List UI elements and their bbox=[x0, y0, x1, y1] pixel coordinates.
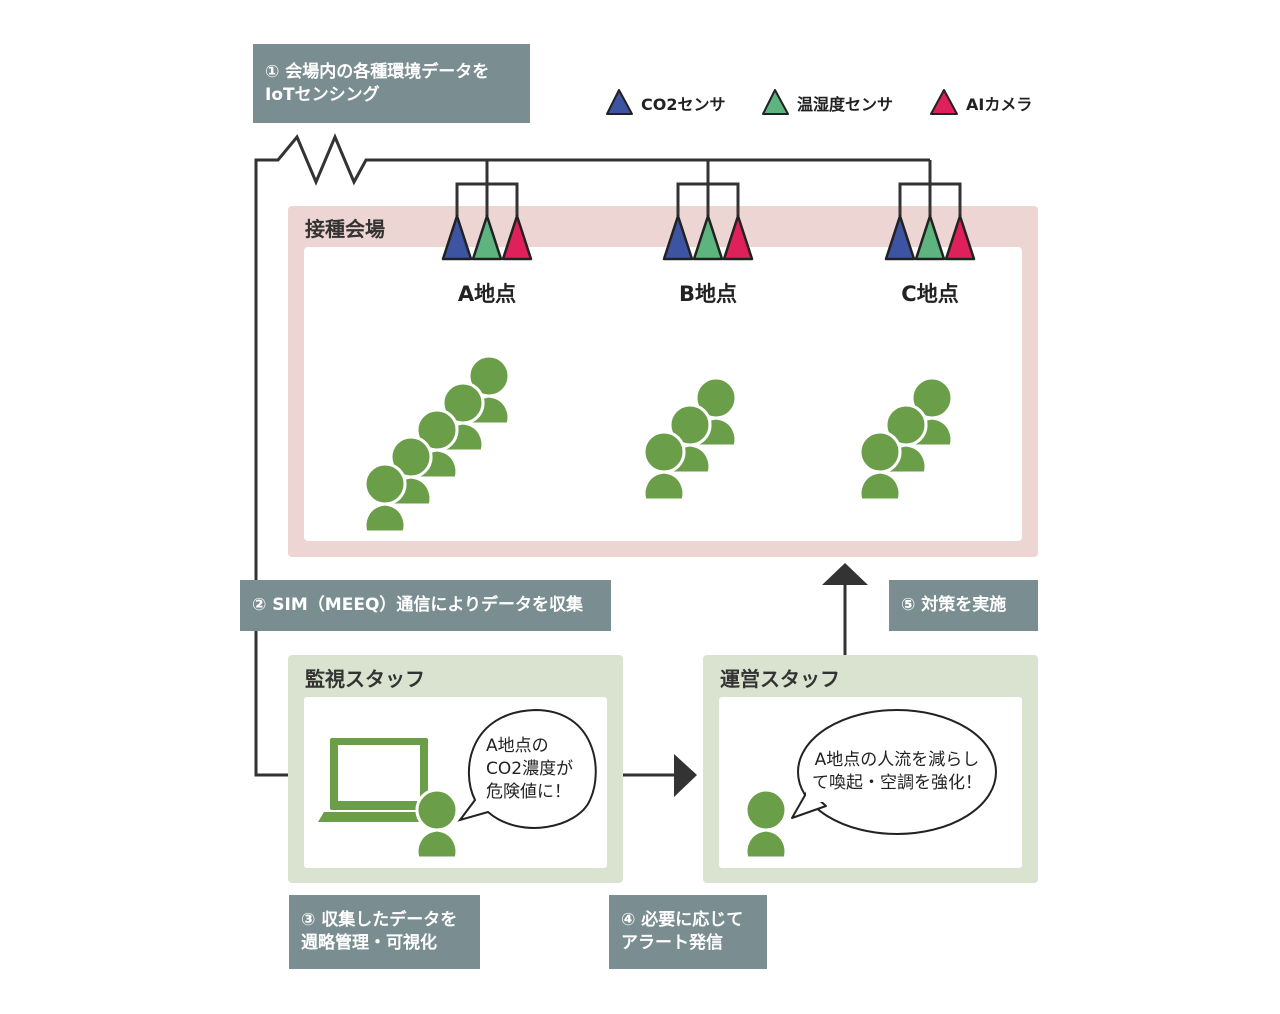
sim-communication-line bbox=[254, 133, 930, 777]
legend-ai-camera-label: AIカメラ bbox=[966, 95, 1033, 114]
operations-bubble-text: A地点の人流を減らし て喚起・空調を強化！ bbox=[800, 749, 994, 795]
venue-inner-panel bbox=[304, 247, 1022, 541]
sensor-groups bbox=[441, 182, 976, 261]
step5-label: ⑤ 対策を実施 bbox=[889, 580, 1038, 631]
alert-arrow bbox=[623, 754, 697, 797]
sensor-group-b bbox=[662, 182, 754, 261]
point-label-a: A地点 bbox=[457, 282, 517, 306]
person-c-1 bbox=[858, 430, 902, 502]
monitor-title: 監視スタッフ bbox=[305, 667, 425, 691]
person-b-1 bbox=[642, 430, 686, 502]
legend-co2-label: CO2センサ bbox=[641, 95, 726, 114]
monitor-bubble-line2: CO2濃度が bbox=[486, 759, 574, 779]
step2-text: ② SIM（MEEQ）通信によりデータを収集 bbox=[252, 595, 584, 615]
step1-line1: ① 会場内の各種環境データを bbox=[265, 61, 490, 82]
operations-bubble-line1: A地点の人流を減らし bbox=[814, 750, 980, 770]
step3-label: ③ 収集したデータを 週略管理・可視化 bbox=[289, 895, 480, 969]
co2-sensor-triangle bbox=[662, 214, 694, 261]
step4-line1: ④ 必要に応じて bbox=[621, 910, 744, 930]
action-arrow bbox=[822, 563, 868, 655]
staff-figures bbox=[415, 788, 788, 860]
operations-bubble-line2: て喚起・空調を強化！ bbox=[812, 773, 982, 793]
step1-line2: IoTセンシング bbox=[265, 84, 380, 105]
step3-line1: ③ 収集したデータを bbox=[301, 910, 458, 930]
monitor-bubble-line3: 危険値に！ bbox=[486, 782, 571, 802]
venue-crowds bbox=[363, 354, 954, 534]
laptop-icon bbox=[318, 738, 448, 822]
point-label-b: B地点 bbox=[678, 282, 737, 306]
step5-text: ⑤ 対策を実施 bbox=[901, 595, 1007, 615]
legend-ai-camera-triangle bbox=[930, 89, 958, 115]
ai-camera-sensor-triangle bbox=[944, 214, 976, 261]
legend-temp-humidity-triangle bbox=[762, 89, 789, 115]
person-a-1 bbox=[363, 462, 407, 534]
co2-sensor-triangle bbox=[441, 214, 473, 261]
monitor-bubble-line1: A地点の bbox=[486, 736, 549, 756]
step3-line2: 週略管理・可視化 bbox=[301, 933, 437, 953]
legend-co2-triangle bbox=[606, 89, 633, 115]
person-a-5 bbox=[467, 354, 511, 426]
person-a-4 bbox=[441, 381, 485, 453]
temp-humidity-sensor-triangle bbox=[914, 214, 946, 261]
co2-sensor-triangle bbox=[884, 214, 916, 261]
legend-temp-humidity-label: 温湿度センサ bbox=[797, 95, 894, 114]
step4-line2: アラート発信 bbox=[621, 933, 723, 953]
step4-label: ④ 必要に応じて アラート発信 bbox=[609, 895, 767, 969]
point-label-c: C地点 bbox=[901, 282, 959, 306]
monitor-bubble-text: A地点の CO2濃度が 危険値に！ bbox=[470, 735, 596, 804]
person-b-3 bbox=[694, 376, 738, 448]
sensor-group-c bbox=[884, 182, 976, 261]
monitor-staff-person bbox=[415, 788, 459, 860]
ai-camera-sensor-triangle bbox=[722, 214, 754, 261]
crowd-c bbox=[858, 376, 954, 502]
ai-camera-sensor-triangle bbox=[501, 214, 533, 261]
temp-humidity-sensor-triangle bbox=[471, 214, 503, 261]
venue-title: 接種会場 bbox=[305, 217, 385, 241]
operations-speech-bubble bbox=[797, 709, 997, 835]
sensor-group-a bbox=[441, 182, 533, 261]
operations-staff-person bbox=[744, 788, 788, 860]
bubble-tail-mask bbox=[806, 786, 828, 802]
step2-label: ② SIM（MEEQ）通信によりデータを収集 bbox=[240, 580, 611, 631]
temp-humidity-sensor-triangle bbox=[692, 214, 724, 261]
crowd-b bbox=[642, 376, 738, 502]
operations-title: 運営スタッフ bbox=[720, 667, 840, 691]
step1-label: ① 会場内の各種環境データを IoTセンシング bbox=[253, 44, 530, 123]
monitor-speech-bubble bbox=[457, 708, 597, 829]
crowd-a bbox=[363, 354, 511, 534]
